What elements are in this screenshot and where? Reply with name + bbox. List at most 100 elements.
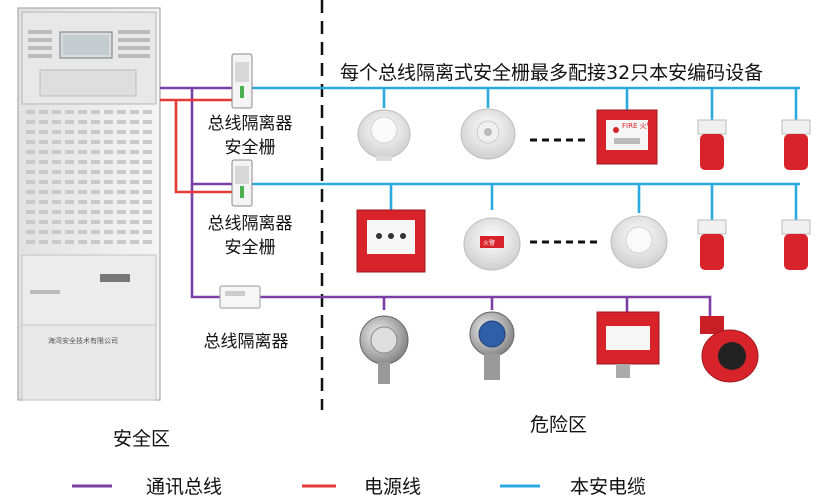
indicator-led [65, 140, 74, 144]
indicator-led [26, 150, 35, 154]
indicator-led [117, 130, 126, 134]
indicator-led [52, 120, 61, 124]
indicator-led [52, 110, 61, 114]
indicator-led [65, 130, 74, 134]
indicator-led [39, 160, 48, 164]
indicator-led [52, 160, 61, 164]
indicator-led [91, 160, 100, 164]
indicator-led [91, 130, 100, 134]
flame-detector [700, 316, 759, 383]
indicator-led [39, 140, 48, 144]
indicator-led [78, 240, 87, 244]
legend-power-label: 电源线 [364, 476, 422, 498]
indicator-led [117, 140, 126, 144]
cabinet-company-label: 海湾安全技术有限公司 [48, 337, 118, 345]
indicator-led [130, 160, 139, 164]
indicator-led [78, 130, 87, 134]
indicator-led [91, 170, 100, 174]
indicator-led [104, 110, 113, 114]
indicator-led [104, 200, 113, 204]
indicator-led [26, 230, 35, 234]
indicator-led [143, 150, 152, 154]
indicator-led [117, 170, 126, 174]
comm-bus-lines [160, 86, 712, 316]
explosion-proof-detector-1 [359, 315, 409, 384]
indicator-led [104, 140, 113, 144]
indicator-led [39, 120, 48, 124]
indicator-led [91, 240, 100, 244]
indicator-led [39, 110, 48, 114]
indicator-led [52, 200, 61, 204]
explosion-proof-detector-2 [469, 311, 515, 380]
indicator-led [65, 180, 74, 184]
indicator-led [117, 190, 126, 194]
fire-text-2: 火警 [483, 239, 495, 247]
indicator-led [104, 160, 113, 164]
heat-detector-1 [460, 108, 516, 160]
indicator-led [104, 230, 113, 234]
indicator-led [91, 120, 100, 124]
indicator-led [91, 210, 100, 214]
indicator-led [26, 240, 35, 244]
indicator-led [78, 230, 87, 234]
indicator-led [26, 220, 35, 224]
indicator-led [78, 210, 87, 214]
indicator-led [91, 230, 100, 234]
indicator-led [52, 130, 61, 134]
indicator-led [26, 170, 35, 174]
hazard-zone-label: 危险区 [530, 414, 588, 436]
indicator-led [78, 190, 87, 194]
indicator-led [52, 140, 61, 144]
indicator-led [39, 130, 48, 134]
indicator-led [130, 120, 139, 124]
smoke-detector-2 [610, 215, 668, 269]
indicator-led [26, 180, 35, 184]
indicator-led [91, 110, 100, 114]
indicator-led [104, 170, 113, 174]
indicator-led [143, 200, 152, 204]
indicator-led [143, 240, 152, 244]
fire-text-1: FIRE 火警 [622, 121, 654, 130]
indicator-led [65, 170, 74, 174]
indicator-led [26, 110, 35, 114]
indicator-led [117, 240, 126, 244]
heat-detector-2: 火警 [463, 217, 521, 271]
indicator-led [130, 140, 139, 144]
indicator-led [65, 160, 74, 164]
indicator-led [143, 110, 152, 114]
isolator-label-2: 总线隔离器 安全栅 [207, 214, 293, 258]
strobe-sounder-2 [781, 119, 811, 170]
indicator-led [143, 130, 152, 134]
indicator-led [39, 170, 48, 174]
indicator-led [39, 180, 48, 184]
indicator-led [39, 240, 48, 244]
strobe-sounder-1 [697, 119, 727, 170]
smoke-detector-1 [357, 109, 411, 161]
indicator-led [78, 220, 87, 224]
indicator-led [39, 220, 48, 224]
indicator-led [26, 210, 35, 214]
isolator-barrier-2 [231, 159, 253, 207]
manual-call-point-1: FIRE 火警 [596, 109, 658, 165]
indicator-led [104, 180, 113, 184]
indicator-led [130, 240, 139, 244]
indicator-led [117, 110, 126, 114]
power-lines [160, 98, 232, 194]
indicator-led [78, 110, 87, 114]
indicator-led [130, 110, 139, 114]
strobe-sounder-4 [781, 219, 811, 270]
indicator-led [143, 170, 152, 174]
indicator-led [130, 180, 139, 184]
indicator-led [130, 190, 139, 194]
control-cabinet [17, 7, 161, 401]
indicator-led [117, 120, 126, 124]
bus-isolator-3 [219, 285, 261, 309]
indicator-led [143, 160, 152, 164]
indicator-led [78, 140, 87, 144]
indicator-led [104, 190, 113, 194]
indicator-led [65, 200, 74, 204]
indicator-led [91, 200, 100, 204]
indicator-led [104, 240, 113, 244]
indicator-led [26, 140, 35, 144]
indicator-led [117, 210, 126, 214]
